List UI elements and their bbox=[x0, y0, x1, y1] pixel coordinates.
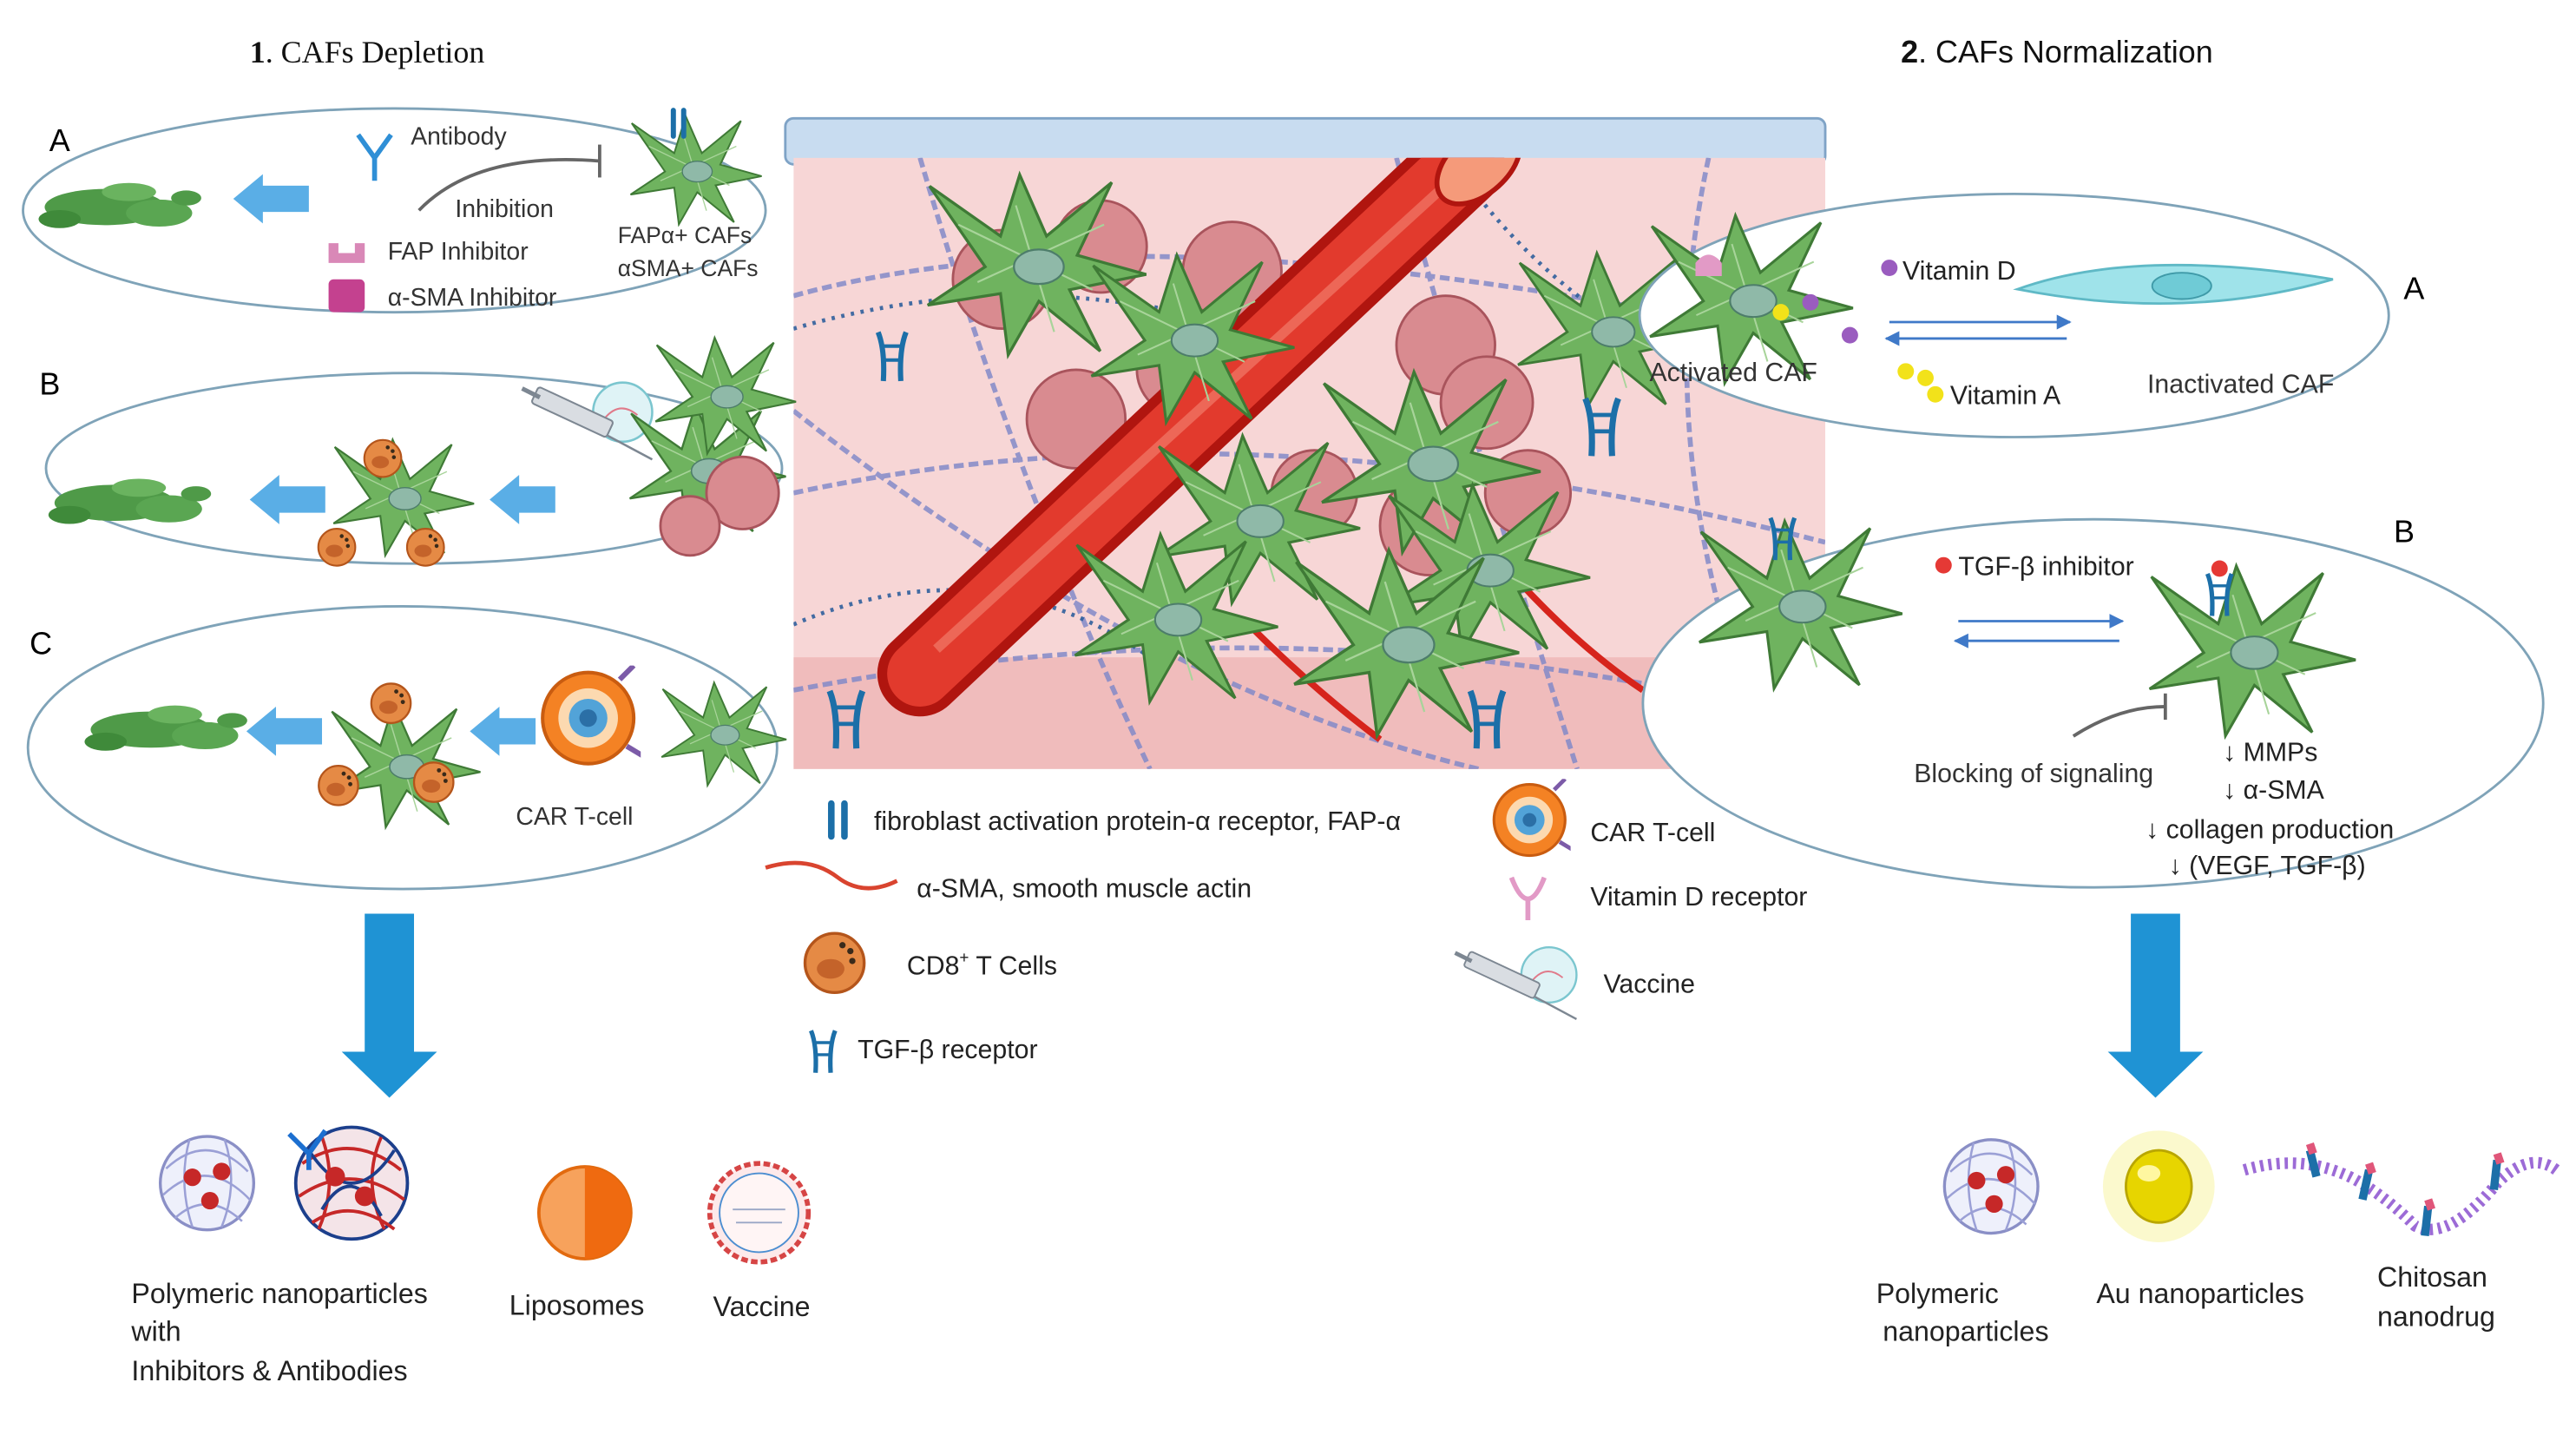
normalization-down-arrow bbox=[2107, 913, 2204, 1098]
depletion-down-arrow bbox=[341, 913, 437, 1098]
vitamin-a-dots bbox=[1927, 385, 1944, 403]
chitosan-nanodrug-icon bbox=[2242, 1142, 2560, 1236]
legend-cd8-suffix: T Cells bbox=[969, 951, 1056, 980]
legend-sma-icon bbox=[765, 860, 898, 891]
legend-vitd-label: Vitamin D receptor bbox=[1590, 883, 1807, 912]
inhibition-label: Inhibition bbox=[455, 195, 554, 223]
legend-fap-label: fibroblast activation protein-α receptor… bbox=[874, 807, 1401, 836]
panel-b-letter: B bbox=[39, 365, 60, 401]
effect-mmps: ↓ MMPs bbox=[2223, 738, 2317, 767]
blocking-arrow bbox=[2072, 705, 2165, 738]
fap-cafs-label: FAPα+ CAFs bbox=[618, 222, 752, 248]
inactivated-caf-label: Inactivated CAF bbox=[2147, 370, 2334, 398]
norm-polymeric-line1: Polymeric bbox=[1876, 1278, 1999, 1309]
antibody-label: Antibody bbox=[411, 123, 507, 151]
asma-inhibitor-icon bbox=[328, 279, 365, 313]
au-nanoparticle-icon bbox=[2102, 1130, 2215, 1243]
activated-caf-label: Activated CAF bbox=[1649, 359, 1817, 387]
tme-top-bar bbox=[784, 116, 1827, 166]
panel-a-letter: A bbox=[49, 122, 70, 158]
chitosan-line1: Chitosan bbox=[2377, 1261, 2487, 1293]
liposome-icon bbox=[536, 1165, 633, 1261]
legend-cd8-sup: + bbox=[959, 949, 969, 967]
vitamin-d-label: Vitamin D bbox=[1902, 257, 2016, 286]
antibody-icon bbox=[356, 133, 393, 181]
liposomes-label: Liposomes bbox=[509, 1289, 645, 1320]
au-nanoparticles-label: Au nanoparticles bbox=[2096, 1278, 2304, 1309]
legend-vaccine-label: Vaccine bbox=[1603, 970, 1694, 998]
polymeric-line3: Inhibitors & Antibodies bbox=[131, 1355, 407, 1386]
polymeric-line2: with bbox=[130, 1316, 181, 1347]
norm-panel-b-letter: B bbox=[2394, 514, 2415, 550]
normalization-title-text: . CAFs Normalization bbox=[1918, 34, 2213, 69]
depletion-panel-b: B bbox=[39, 365, 787, 567]
tgf-inhibitor-label: TGF-β inhibitor bbox=[1958, 553, 2133, 582]
blood-vessel bbox=[877, 157, 1646, 742]
panel-c-letter: C bbox=[30, 625, 52, 661]
legend-cd8-prefix: CD8 bbox=[907, 951, 960, 980]
inhibition-arrow bbox=[417, 158, 601, 212]
depletion-panel-c: C CAR T-cell bbox=[26, 605, 788, 891]
legend-vitd-icon bbox=[1508, 876, 1547, 921]
legend-tgf-icon bbox=[811, 1030, 835, 1073]
norm-polymeric-line2: nanoparticles bbox=[1883, 1316, 2048, 1347]
legend-car-label: CAR T-cell bbox=[1590, 819, 1715, 847]
legend-tgf-label: TGF-β receptor bbox=[858, 1036, 1037, 1064]
asma-inhibitor-label: α-SMA Inhibitor bbox=[388, 284, 557, 312]
effect-vegf: ↓ (VEGF, TGF-β) bbox=[2169, 852, 2366, 880]
norm-polymeric-icon bbox=[1942, 1138, 2040, 1235]
vaccine-particle-icon bbox=[706, 1161, 812, 1265]
blocking-label: Blocking of signaling bbox=[1914, 760, 2153, 788]
polymeric-line1: Polymeric nanoparticles bbox=[131, 1278, 427, 1309]
normalization-title: 2. CAFs Normalization bbox=[1901, 34, 2213, 69]
car-t-label: CAR T-cell bbox=[516, 803, 633, 831]
legend-cd8-icon bbox=[803, 931, 866, 995]
vitamin-d-dot bbox=[1881, 260, 1898, 277]
arrow-a bbox=[233, 174, 309, 224]
polymeric-nanoparticle-icon bbox=[158, 1135, 256, 1232]
chitosan-line2: nanodrug bbox=[2377, 1301, 2495, 1333]
depletion-title-text: . CAFs Depletion bbox=[266, 35, 485, 69]
normalization-panel-b: B TGF-β inhibitor Blocking of signaling … bbox=[1641, 514, 2545, 889]
tgf-inhibitor-dot bbox=[1935, 556, 1952, 574]
normalization-nanocarriers: Polymeric nanoparticles Au nanoparticles… bbox=[1876, 1130, 2560, 1347]
fap-inhibitor-label: FAP Inhibitor bbox=[388, 238, 529, 266]
legend-vaccine-icon bbox=[1456, 947, 1577, 1019]
norm-panel-a-letter: A bbox=[2403, 271, 2424, 306]
depletion-nanocarriers: Polymeric nanoparticles with Inhibitors … bbox=[130, 1125, 812, 1386]
effect-collagen: ↓ collagen production bbox=[2146, 815, 2394, 844]
legend-car-icon bbox=[1494, 779, 1573, 855]
effect-asma: ↓ α-SMA bbox=[2223, 776, 2325, 805]
legend-sma-label: α-SMA, smooth muscle actin bbox=[917, 875, 1252, 904]
depletion-number: 1 bbox=[250, 35, 266, 69]
normalization-number: 2 bbox=[1901, 34, 1918, 69]
sma-cafs-label: αSMA+ CAFs bbox=[618, 255, 759, 281]
vaccine-label: Vaccine bbox=[713, 1291, 811, 1322]
legend: fibroblast activation protein-α receptor… bbox=[765, 779, 1807, 1073]
antibody-nanoparticle-icon bbox=[287, 1125, 410, 1241]
depletion-panel-a: A Antibody Inhibition FAP Inhibitor α-SM… bbox=[22, 107, 767, 314]
tumor-microenvironment bbox=[784, 116, 1827, 769]
normalization-panel-a: A Vitamin D Vitamin A Activated CAF Inac… bbox=[1638, 192, 2424, 438]
legend-fap-icon bbox=[828, 800, 848, 840]
legend-cd8-label: CD8+ T Cells bbox=[907, 949, 1057, 980]
depletion-title: 1. CAFs Depletion bbox=[250, 35, 485, 69]
vitamin-a-label: Vitamin A bbox=[1950, 382, 2061, 411]
